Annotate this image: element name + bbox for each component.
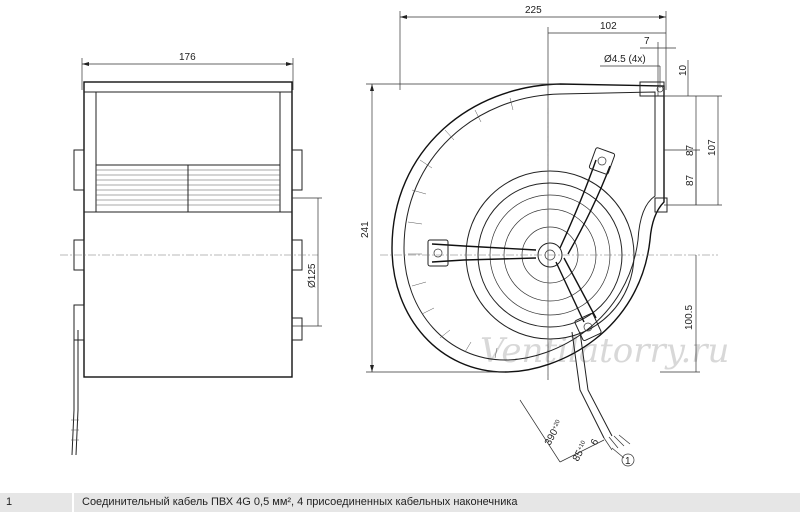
- dim-side-width: 176: [179, 52, 196, 63]
- side-cable: [71, 330, 79, 456]
- legend-number: 1: [0, 493, 72, 512]
- side-view: 176 Ø125: [60, 52, 322, 456]
- dim-outlet-offset: 102: [600, 21, 617, 32]
- scroll-housing: [391, 83, 665, 373]
- front-view: 225 102 7 Ø4.5 (4x) 10: [360, 5, 722, 467]
- dim-center-height: 100.5: [684, 305, 695, 330]
- dim-strip-85: 85+10: [571, 439, 591, 464]
- scroll-ribs: [407, 97, 514, 359]
- dim-outlet-87-lower: 87: [685, 174, 696, 186]
- dim-hole-spec: Ø4.5 (4x): [604, 54, 646, 65]
- side-impeller: [95, 164, 281, 213]
- dim-outlet-87-upper: 87: [685, 144, 696, 156]
- dim-height: 241: [360, 221, 371, 238]
- technical-drawing: Ventilatorry.ru 176: [60, 5, 729, 467]
- front-cable: [571, 331, 631, 451]
- mount-bracket: [427, 147, 616, 342]
- watermark: Ventilatorry.ru: [480, 331, 729, 371]
- dim-outlet-107: 107: [707, 139, 718, 156]
- legend-row: 1 Соединительный кабель ПВХ 4G 0,5 мм², …: [0, 493, 800, 512]
- callout-1: 1: [625, 456, 631, 467]
- dim-cable-length: 390+20: [543, 418, 566, 447]
- dim-inlet-diameter: Ø125: [307, 263, 318, 288]
- dim-front-width: 225: [525, 5, 542, 16]
- legend-text: Соединительный кабель ПВХ 4G 0,5 мм², 4 …: [72, 493, 800, 512]
- dim-flange-height: 10: [678, 64, 689, 76]
- dim-strip-6: 6: [589, 437, 602, 447]
- dim-hole-offset: 7: [644, 36, 650, 47]
